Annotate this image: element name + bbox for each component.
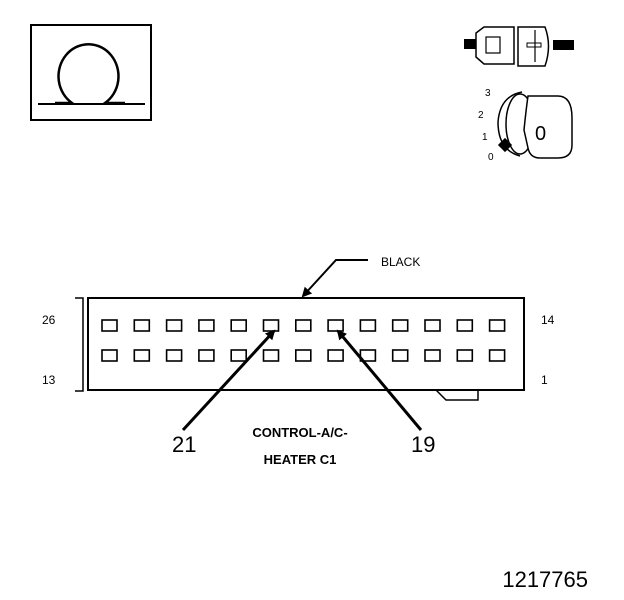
callout-arrow-21 — [181, 329, 276, 432]
key-position-0: 0 — [488, 152, 494, 163]
pin-label-1: 1 — [541, 373, 548, 387]
key-position-3: 3 — [485, 88, 491, 99]
pin-rows — [101, 319, 506, 362]
key-position-1: 1 — [482, 132, 488, 143]
pin-cavity — [133, 349, 151, 362]
pin-cavity — [424, 319, 441, 332]
pin-cavity — [294, 319, 312, 332]
pin-cavity — [359, 319, 377, 332]
callout-21: 21 — [172, 432, 196, 457]
pin-cavity — [101, 319, 118, 332]
connector-plug-icon — [464, 26, 574, 67]
key-glyph: 0 — [535, 123, 546, 145]
connector-name-line2: HEATER C1 — [264, 452, 337, 467]
ohm-symbol-icon — [30, 24, 152, 121]
pin-cavity — [488, 349, 506, 362]
pin-cavity — [456, 349, 474, 362]
pin-cavity — [488, 319, 506, 332]
pin-cavity — [230, 319, 247, 332]
pin-cavity — [101, 349, 118, 362]
pin-cavity — [198, 349, 215, 362]
pin-cavity — [391, 349, 409, 362]
pin-label-14: 14 — [541, 313, 555, 327]
pin-cavity — [165, 349, 183, 362]
pin-cavity — [456, 319, 474, 332]
connector-color-label: BLACK — [381, 255, 420, 269]
connector-name-line1: CONTROL-A/C- — [252, 425, 347, 440]
pin-cavity — [165, 319, 183, 332]
pin-cavity — [294, 349, 312, 362]
pin-cavity — [198, 319, 215, 332]
pin-cavity — [262, 349, 280, 362]
pin-label-13: 13 — [42, 373, 56, 387]
pin-cavity — [133, 319, 151, 332]
pin-cavity — [391, 319, 409, 332]
pin-cavity — [262, 319, 280, 332]
pin-cavity — [424, 349, 441, 362]
callout-19: 19 — [411, 432, 435, 457]
pin-label-26: 26 — [42, 313, 56, 327]
pin-cavity — [230, 349, 247, 362]
pin-cavity — [327, 349, 344, 362]
callout-arrow-19 — [336, 329, 423, 431]
pin-cavity — [327, 319, 344, 332]
ignition-key-icon: 3 2 1 0 0 — [478, 88, 573, 163]
connector-body — [75, 297, 525, 401]
color-callout: BLACK — [301, 255, 420, 298]
figure-number: 1217765 — [502, 567, 588, 592]
key-position-2: 2 — [478, 110, 484, 121]
